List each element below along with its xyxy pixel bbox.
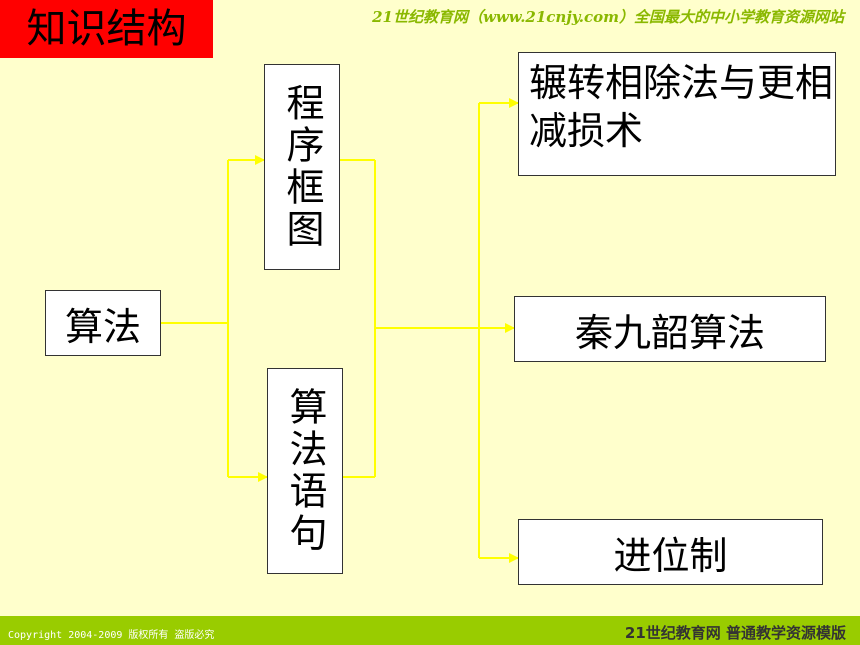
node-number-base: 进位制 <box>518 519 823 585</box>
copyright-text: Copyright 2004-2009 版权所有 盗版必究 <box>8 630 215 641</box>
header-band <box>213 0 860 58</box>
footer-divider <box>0 616 860 619</box>
node-flowchart: 程序框图 <box>264 64 340 270</box>
node-qin-jiushao: 秦九韶算法 <box>514 296 826 362</box>
footer-brand: 21世纪教育网 普通教学资源模版 <box>624 624 846 642</box>
footer: Copyright 2004-2009 版权所有 盗版必究 21世纪教育网 普通… <box>0 619 860 645</box>
node-algorithm: 算法 <box>45 290 161 356</box>
node-statements: 算法语句 <box>267 368 343 574</box>
node-euclid: 辗转相除法与更相减损术 <box>518 52 836 176</box>
page-title: 知识结构 <box>0 0 213 58</box>
site-banner: 21世纪教育网（www.21cnjy.com）全国最大的中小学教育资源网站 <box>372 8 844 26</box>
